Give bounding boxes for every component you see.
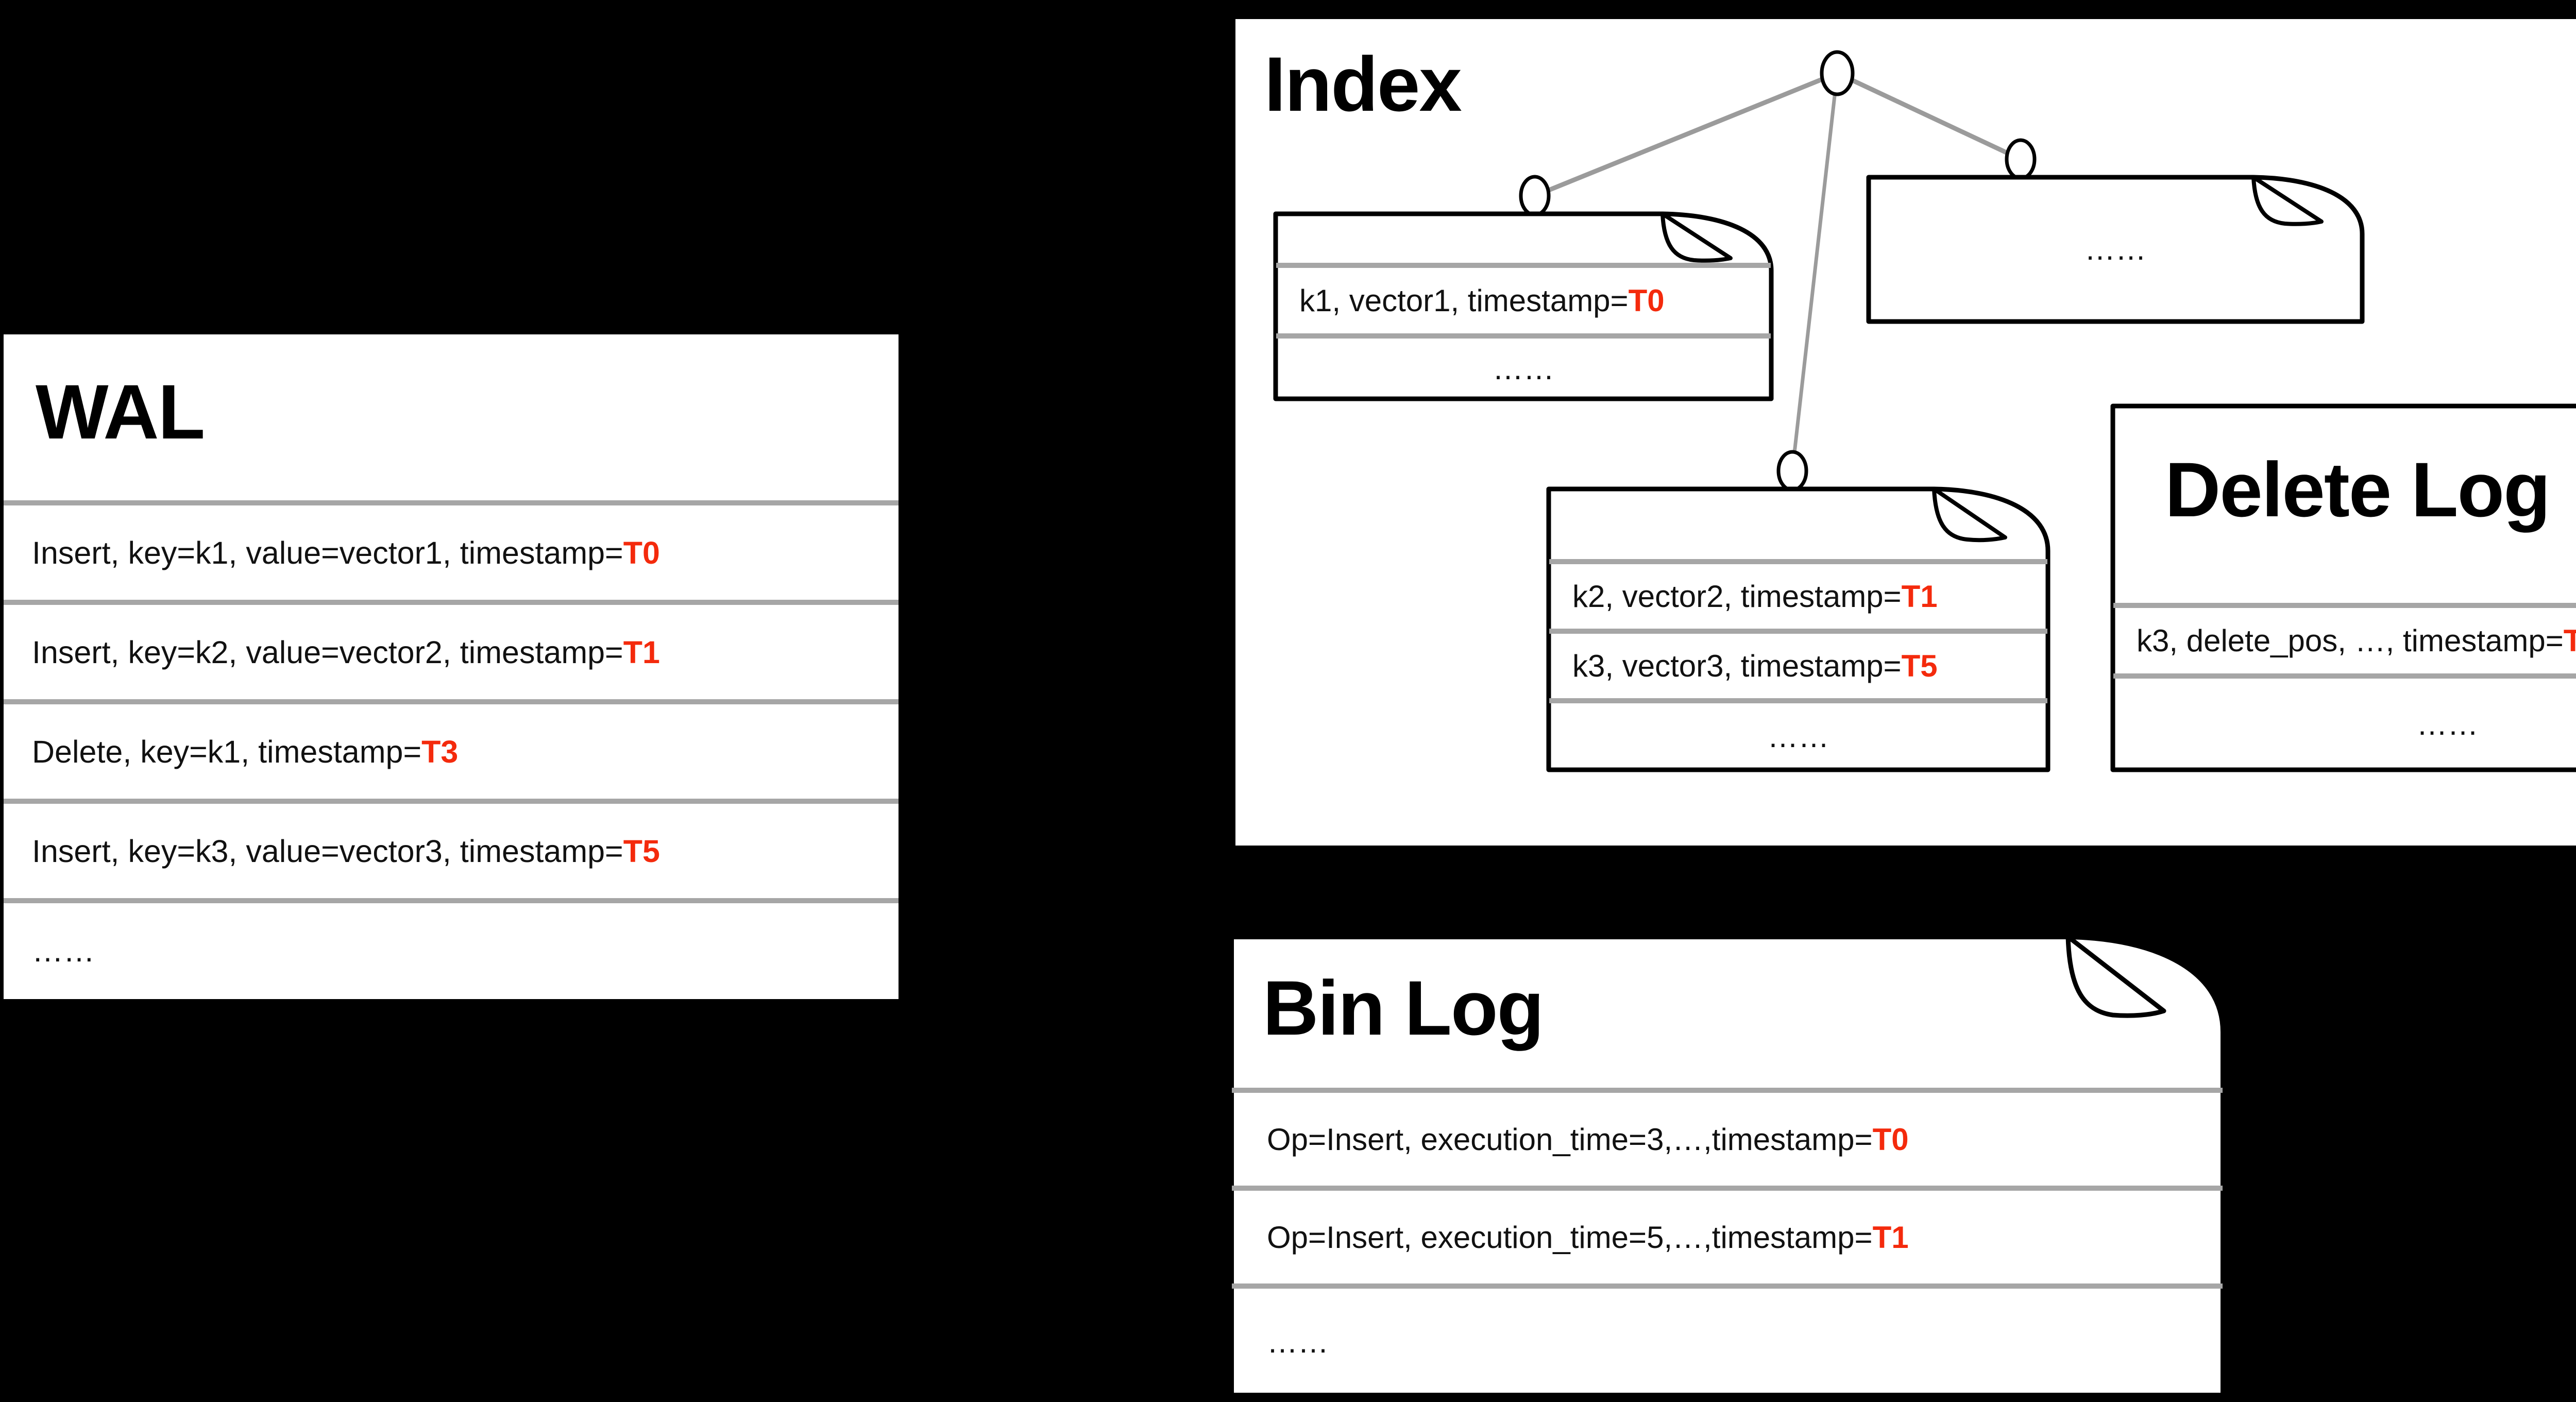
document-page-shape [1229, 934, 2226, 1398]
ellipsis-text: …… [2084, 232, 2146, 266]
ellipsis-text: …… [32, 933, 95, 968]
segment2-body: …… [1869, 177, 2362, 321]
delete-log-row-k3: k3, delete_pos, …, timestamp=T3 [2113, 603, 2576, 673]
folded-corner-icon [2065, 934, 2166, 1018]
segment3-row-k3: k3, vector3, timestamp=T5 [1549, 629, 2047, 698]
wal-row-insert-k2: Insert, key=k2, value=vector2, timestamp… [4, 600, 899, 699]
log-entry-text: Op=Insert, execution_time=5,…,timestamp= [1267, 1220, 1873, 1255]
folded-corner-icon [1660, 212, 1733, 263]
segment1-document: k1, vector1, timestamp=T0 …… [1273, 211, 1776, 401]
wal-panel: WAL Insert, key=k1, value=vector1, times… [4, 334, 899, 999]
timestamp-value: T0 [623, 535, 660, 570]
bin-log-title: Bin Log [1263, 965, 1544, 1051]
index-title: Index [1264, 41, 1462, 127]
log-entry-text: Insert, key=k3, value=vector3, timestamp… [32, 833, 623, 869]
ellipsis-text: …… [2416, 706, 2479, 741]
delete-log-title: Delete Log [2165, 446, 2551, 533]
ellipsis-text: …… [1767, 719, 1829, 754]
timestamp-value: T1 [1901, 579, 1938, 614]
log-entry-text: k3, delete_pos, …, timestamp= [2137, 623, 2564, 658]
tree-node-circle-segment3 [1776, 450, 1808, 492]
segment3-row-more: …… [1549, 698, 2047, 769]
wal-row-insert-k1: Insert, key=k1, value=vector1, timestamp… [4, 500, 899, 600]
log-entry-text: Insert, key=k2, value=vector2, timestamp… [32, 634, 623, 670]
delete-log-document: Delete Log k3, delete_pos, …, timestamp=… [2110, 403, 2576, 772]
timestamp-value: T1 [623, 634, 660, 670]
tree-edge-root-left [1534, 71, 1838, 198]
delete-log-title-band: Delete Log [2113, 406, 2576, 603]
segment1-body: k1, vector1, timestamp=T0 …… [1276, 214, 1771, 398]
page-outline [1866, 175, 2365, 324]
timestamp-value: T5 [1901, 649, 1938, 683]
page-outline [1273, 211, 1774, 401]
log-entry-text: k2, vector2, timestamp= [1572, 579, 1902, 614]
index-panel: Index k1, vector1, timestamp=T0 …… [1231, 14, 2576, 850]
wal-row-insert-k3: Insert, key=k3, value=vector3, timestamp… [4, 799, 899, 898]
segment3-document: k2, vector2, timestamp=T1 k3, vector3, t… [1546, 486, 2053, 772]
bin-log-row-1: Op=Insert, execution_time=3,…,timestamp=… [1232, 1088, 2223, 1186]
page-outline [2110, 403, 2576, 772]
segment1-row-k1: k1, vector1, timestamp=T0 [1276, 263, 1771, 333]
ellipsis-text: …… [1267, 1324, 1329, 1359]
timestamp-value: T3 [421, 734, 459, 769]
bin-log-title-band: Bin Log [1232, 937, 2223, 1088]
timestamp-value: T0 [1872, 1122, 1909, 1157]
wal-title: WAL [36, 368, 205, 455]
document-page-shape [1273, 211, 1774, 401]
log-entry-text: k1, vector1, timestamp= [1299, 283, 1629, 318]
tree-node-circle-segment1 [1519, 175, 1551, 217]
wal-title-band: WAL [4, 334, 899, 500]
log-entry-text: Insert, key=k1, value=vector1, timestamp… [32, 535, 623, 570]
segment1-row-more: …… [1276, 333, 1771, 398]
timestamp-value: T3 [2563, 623, 2576, 658]
segment3-row-k2: k2, vector2, timestamp=T1 [1549, 559, 2047, 629]
document-page-shape [2110, 403, 2576, 772]
tree-edge-root-middle [1790, 73, 1839, 471]
bin-log-document: Bin Log Op=Insert, execution_time=3,…,ti… [1229, 934, 2228, 1398]
timestamp-value: T0 [1628, 283, 1665, 318]
page-outline [1229, 934, 2226, 1398]
delete-log-row-more: …… [2113, 673, 2576, 769]
delete-log-body: Delete Log k3, delete_pos, …, timestamp=… [2113, 406, 2576, 769]
bin-log-row-more: …… [1232, 1283, 2223, 1395]
wal-row-more: …… [4, 898, 899, 998]
segment2-row-more: …… [1869, 177, 2362, 321]
log-entry-text: Op=Insert, execution_time=3,…,timestamp= [1267, 1122, 1873, 1157]
segment-header-band [1549, 489, 2047, 559]
wal-row-delete-k1: Delete, key=k1, timestamp=T3 [4, 699, 899, 799]
segment3-body: k2, vector2, timestamp=T1 k3, vector3, t… [1549, 489, 2047, 769]
folded-corner-icon [2251, 175, 2324, 226]
document-page-shape [1866, 175, 2365, 324]
bin-log-row-2: Op=Insert, execution_time=5,…,timestamp=… [1232, 1186, 2223, 1283]
segment2-document: …… [1866, 175, 2367, 324]
timestamp-value: T5 [623, 833, 660, 869]
timestamp-value: T1 [1872, 1220, 1909, 1255]
index-tree [1519, 50, 2037, 492]
segment-header-band [1276, 214, 1771, 263]
folded-corner-icon [1932, 487, 2007, 543]
tree-root-node-circle [1820, 50, 1855, 96]
ellipsis-text: …… [1493, 351, 1554, 386]
bin-log-body: Bin Log Op=Insert, execution_time=3,…,ti… [1232, 937, 2223, 1395]
tree-edge-root-right [1836, 71, 2022, 162]
tree-node-circle-segment2 [2005, 138, 2037, 180]
log-entry-text: k3, vector3, timestamp= [1572, 649, 1902, 683]
log-entry-text: Delete, key=k1, timestamp= [32, 734, 422, 769]
